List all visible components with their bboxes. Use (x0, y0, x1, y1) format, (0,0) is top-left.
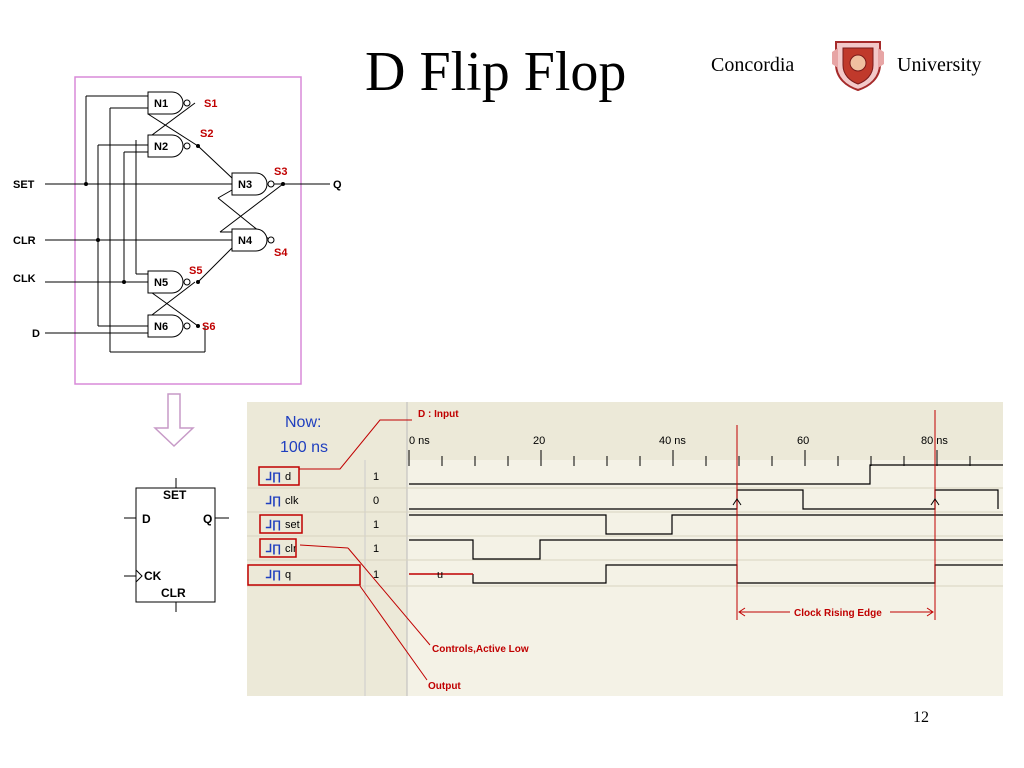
now-value: 100 ns (280, 439, 328, 456)
gate-label-n2: N2 (154, 141, 168, 153)
signal-value-clr: 1 (373, 543, 379, 555)
wave-d (409, 464, 1003, 485)
annotation-d-input: D : Input (418, 409, 459, 420)
input-label-clk: CLK (13, 273, 36, 285)
annotation-clock-edge: Clock Rising Edge (794, 608, 882, 619)
signal-label-s6: S6 (202, 321, 215, 333)
signal-value-set: 1 (373, 519, 379, 531)
gate-label-n6: N6 (154, 321, 168, 333)
signal-icon: ⅃∏ (265, 569, 281, 581)
gate-label-n3: N3 (238, 179, 252, 191)
signal-label-s3: S3 (274, 166, 287, 178)
schematic-border (74, 76, 302, 385)
symbol-clr-label: CLR (161, 586, 186, 600)
signal-name-set: set (285, 519, 300, 531)
input-label-clr: CLR (13, 235, 36, 247)
annotation-box-d (258, 466, 300, 486)
gate-label-n4: N4 (238, 235, 253, 247)
annotation-output: Output (428, 681, 461, 692)
symbol-q-label: Q (203, 512, 212, 526)
symbol-d-label: D (142, 512, 151, 526)
gate-n2 (147, 134, 184, 158)
university-name-right: University (897, 54, 982, 76)
gate-n3 (231, 172, 268, 196)
symbol-set-label: SET (163, 488, 187, 502)
annotation-box-clr (259, 538, 297, 558)
input-label-d: D (32, 328, 40, 340)
time-label-0: 0 ns (409, 435, 430, 447)
gate-n1 (147, 91, 184, 115)
annotation-box-q (247, 564, 361, 586)
signal-list: ⅃∏ ⅃∏ ⅃∏ ⅃∏ ⅃∏ d clk set clr q 1 0 1 1 1 (265, 471, 379, 581)
signal-name-clk: clk (285, 495, 299, 507)
signal-label-s1: S1 (204, 98, 217, 110)
signal-name-q: q (285, 569, 291, 581)
slide-title: D Flip Flop (365, 41, 627, 103)
now-label: Now: (285, 414, 321, 431)
signal-icon: ⅃∏ (265, 543, 281, 555)
gate-n5 (147, 270, 184, 294)
signal-value-d: 1 (373, 471, 379, 483)
time-label-20: 20 (533, 435, 545, 447)
time-label-60: 60 (797, 435, 809, 447)
gate-label-n5: N5 (154, 277, 168, 289)
wave-set (409, 514, 1003, 535)
signal-label-s2: S2 (200, 128, 213, 140)
signal-label-s4: S4 (274, 247, 288, 259)
symbol-ck-label: CK (144, 569, 162, 583)
university-name-left: Concordia (711, 54, 795, 76)
gate-label-n1: N1 (154, 98, 168, 110)
signal-icon: ⅃∏ (265, 471, 281, 483)
output-label-q: Q (333, 179, 342, 191)
gate-n4 (231, 228, 268, 252)
signal-name-clr: clr (285, 543, 297, 555)
signal-value-q: 1 (373, 569, 379, 581)
concordia-crest-icon (832, 41, 884, 92)
annotation-controls: Controls,Active Low (432, 644, 529, 655)
time-label-40: 40 ns (659, 435, 686, 447)
wave-clr (409, 539, 1003, 560)
signal-value-clk: 0 (373, 495, 379, 507)
q-undefined-marker: u (437, 569, 443, 581)
annotation-box-set (259, 514, 303, 534)
page-number: 12 (913, 709, 929, 726)
gate-n6 (147, 314, 184, 338)
signal-label-s5: S5 (189, 265, 202, 277)
signal-icon: ⅃∏ (265, 495, 281, 507)
signal-icon: ⅃∏ (265, 519, 281, 531)
input-label-set: SET (13, 179, 35, 191)
signal-name-d: d (285, 471, 291, 483)
